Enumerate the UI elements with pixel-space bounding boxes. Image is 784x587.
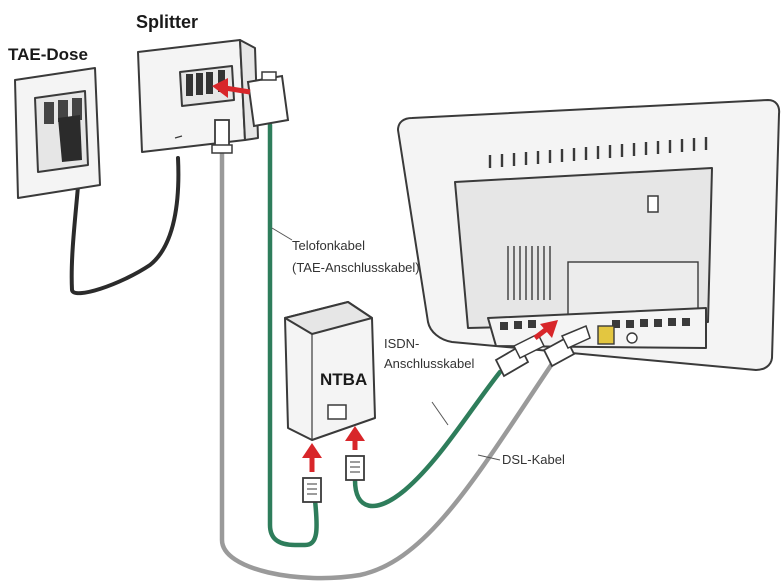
- telefonkabel-cable: [267, 122, 319, 548]
- arrow-ntba-telefon-icon: [302, 443, 322, 472]
- isdn-leader: [431, 401, 449, 426]
- splitter-dsl-plug: [211, 119, 233, 154]
- arrow-ntba-isdn-icon: [345, 426, 365, 450]
- tae-cable: [69, 156, 181, 296]
- ntba-telefon-plug: [302, 477, 322, 503]
- isdn-kabel-cable: [352, 369, 503, 509]
- arrow-router-icon: [533, 320, 558, 340]
- telefonkabel-leader: [271, 227, 293, 241]
- router-device: [397, 99, 781, 371]
- router-isdn-plug: [494, 332, 546, 378]
- tae-dose-label: TAE-Dose: [8, 45, 88, 64]
- dsl-kabel-label: DSL-Kabel: [502, 452, 565, 467]
- telefonkabel-label-line2: (TAE-Anschlusskabel): [292, 260, 420, 275]
- splitter-label: Splitter: [136, 12, 198, 32]
- ntba-isdn-plug: [345, 455, 365, 481]
- isdn-label-line2: Anschlusskabel: [384, 356, 474, 371]
- tae-dose-socket: [14, 67, 101, 199]
- arrow-splitter-icon: [212, 78, 251, 98]
- dsl-leader: [477, 454, 501, 461]
- isdn-label-line1: ISDN-: [384, 336, 419, 351]
- telefonkabel-label-line1: Telofonkabel: [292, 238, 365, 253]
- splitter-device: [137, 39, 259, 153]
- router-dsl-plug: [542, 324, 591, 368]
- ntba-label: NTBA: [320, 370, 367, 389]
- splitter-tae-plug: [246, 71, 290, 128]
- ntba-device: [284, 301, 376, 441]
- dsl-kabel-cable: [219, 147, 563, 581]
